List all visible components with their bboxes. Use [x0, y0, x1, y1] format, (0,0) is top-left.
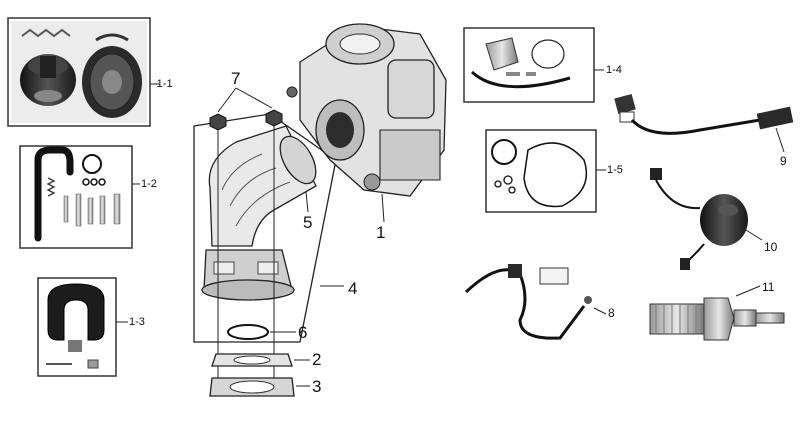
float-icon [47, 283, 105, 341]
label-1-3: 1-3 [129, 316, 145, 328]
part-1-3-group [37, 277, 128, 377]
carburetor-body-icon [286, 23, 447, 197]
label-8: 8 [608, 306, 615, 320]
bowl-gasket-icon [523, 142, 588, 208]
o-ring-6-icon [227, 324, 269, 340]
label-7: 7 [231, 69, 241, 88]
diaphragm-cover-icon [82, 33, 142, 118]
hose-icon [34, 146, 74, 242]
o-ring-icon [82, 154, 102, 174]
sensor-11-hex-icon [703, 297, 735, 341]
label-1: 1 [376, 223, 386, 242]
connector-9-icon [614, 93, 636, 115]
connector-10-icon [650, 168, 662, 180]
part-1-2-group [19, 145, 140, 249]
part-8-group [464, 264, 607, 340]
label-10: 10 [764, 240, 778, 254]
nut-right-icon [265, 109, 283, 127]
o-ring-large-icon [491, 139, 517, 165]
label-1-1: -1-1 [153, 78, 173, 90]
chamber-gasket-icon [531, 39, 565, 69]
label-1-5: 1-5 [607, 164, 623, 176]
box-1-4 [463, 27, 595, 103]
label-3: 3 [312, 377, 322, 396]
drain-tube-icon [470, 70, 571, 89]
vacuum-spring-icon [20, 28, 76, 106]
assembly-outline [193, 113, 337, 343]
part-1-5-group [485, 129, 606, 213]
label-6: 6 [298, 323, 308, 342]
label-11: 11 [762, 280, 775, 294]
part-9-group [614, 93, 794, 153]
sensor-11-thread-icon [649, 303, 705, 335]
label-1-2: 1-2 [141, 178, 157, 190]
sensor-9-icon [756, 106, 794, 130]
float-needle-icon [87, 359, 99, 369]
wire-8-icon [464, 268, 586, 340]
box-1-5 [485, 129, 597, 213]
wire-9-icon [630, 118, 761, 135]
connector-8-icon [539, 267, 569, 285]
label-1-4: 1-4 [606, 64, 622, 76]
sensor-10-icon [700, 194, 748, 246]
main-assembly-group [193, 23, 447, 397]
part-10-group [650, 168, 763, 270]
label-5: 5 [303, 213, 313, 232]
part-1-1-group [7, 17, 160, 127]
intake-clamp-icon [279, 135, 317, 185]
label-4: 4 [348, 279, 358, 298]
spring-icon [46, 177, 56, 197]
nut-left-icon [209, 113, 227, 131]
label-2: 2 [312, 350, 322, 369]
part-1-4-group [463, 27, 604, 103]
float-chamber-cover-icon [485, 37, 519, 71]
part-11-group [649, 285, 785, 341]
jet-needles-icon [63, 193, 121, 227]
label-9: 9 [780, 154, 787, 168]
